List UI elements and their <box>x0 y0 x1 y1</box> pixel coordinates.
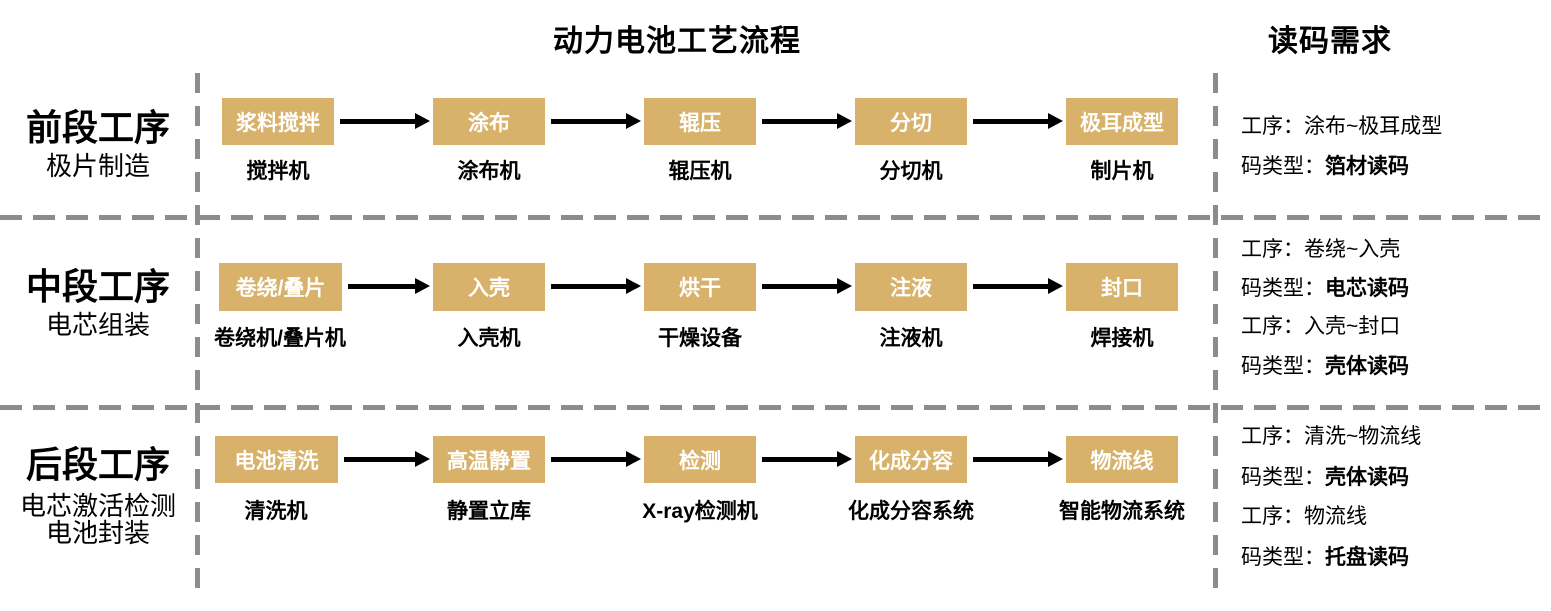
flow-arrow-icon <box>348 278 430 294</box>
divider-horizontal-2 <box>0 405 1551 410</box>
process-step-box: 入壳 <box>433 263 545 311</box>
machine-label: 注液机 <box>879 327 943 350</box>
machine-label: 分切机 <box>879 160 943 183</box>
requirement-value: 箔材读码 <box>1325 155 1409 178</box>
divider-vertical-left <box>195 73 200 589</box>
process-step-box: 烘干 <box>644 263 756 311</box>
requirement-line: 码类型：壳体读码 <box>1241 354 1546 380</box>
process-step-box: 极耳成型 <box>1066 98 1178 145</box>
requirement-line: 工序：物流线 <box>1241 504 1546 530</box>
requirement-value: 壳体读码 <box>1325 355 1409 378</box>
machine-label: 焊接机 <box>1090 327 1154 350</box>
process-step-box: 注液 <box>855 263 967 311</box>
stage-subtitle: 极片制造 <box>45 151 150 181</box>
machine-label: 入壳机 <box>457 327 521 350</box>
flow-arrow-icon <box>762 113 852 129</box>
machine-label: 智能物流系统 <box>1059 500 1185 523</box>
machine-label: 制片机 <box>1090 160 1154 183</box>
requirement-prefix: 工序： <box>1241 425 1304 448</box>
requirement-value: 物流线 <box>1304 505 1367 528</box>
requirement-line: 工序：卷绕~入壳 <box>1241 237 1546 263</box>
requirement-line: 工序：清洗~物流线 <box>1241 424 1546 450</box>
process-step-box: 物流线 <box>1066 436 1178 483</box>
requirement-prefix: 码类型： <box>1241 277 1325 300</box>
process-step-box: 辊压 <box>644 98 756 145</box>
main-title: 动力电池工艺流程 <box>553 25 801 58</box>
process-step-box: 卷绕/叠片 <box>219 263 342 311</box>
process-step-box: 高温静置 <box>433 436 545 483</box>
requirement-prefix: 工序： <box>1241 505 1304 528</box>
machine-label: 卷绕机/叠片机 <box>214 327 346 350</box>
process-step-box: 电池清洗 <box>215 436 338 483</box>
stage-subtitle: 电芯组装 <box>45 310 150 340</box>
machine-label: 搅拌机 <box>246 160 310 183</box>
requirement-prefix: 码类型： <box>1241 466 1325 489</box>
requirement-value: 入壳~封口 <box>1304 315 1401 338</box>
stage-subtitle: 电池封装 <box>45 518 150 548</box>
right-column-title: 读码需求 <box>1268 25 1392 58</box>
divider-vertical-right <box>1213 73 1218 589</box>
requirement-value: 电芯读码 <box>1325 277 1409 300</box>
machine-label: 静置立库 <box>447 500 531 523</box>
flow-arrow-icon <box>551 278 641 294</box>
flow-arrow-icon <box>340 113 430 129</box>
flow-arrow-icon <box>973 278 1063 294</box>
divider-horizontal-1 <box>0 215 1551 220</box>
flow-arrow-icon <box>551 113 641 129</box>
process-step-box: 检测 <box>644 436 756 483</box>
process-step-box: 化成分容 <box>855 436 967 483</box>
requirement-value: 卷绕~入壳 <box>1304 238 1401 261</box>
machine-label: 涂布机 <box>457 160 521 183</box>
requirement-prefix: 码类型： <box>1241 355 1325 378</box>
process-step-box: 封口 <box>1066 263 1178 311</box>
flow-arrow-icon <box>762 278 852 294</box>
flow-arrow-icon <box>973 113 1063 129</box>
process-step-box: 分切 <box>855 98 967 145</box>
stage-title: 后段工序 <box>25 444 170 485</box>
requirement-prefix: 工序： <box>1241 115 1304 138</box>
requirement-prefix: 码类型： <box>1241 546 1325 569</box>
machine-label: 清洗机 <box>244 500 308 523</box>
flow-arrow-icon <box>551 451 641 467</box>
requirement-line: 码类型：电芯读码 <box>1241 276 1546 302</box>
requirement-value: 壳体读码 <box>1325 466 1409 489</box>
machine-label: 辊压机 <box>668 160 732 183</box>
requirement-prefix: 码类型： <box>1241 155 1325 178</box>
requirement-line: 码类型：托盘读码 <box>1241 545 1546 571</box>
flow-arrow-icon <box>762 451 852 467</box>
machine-label: 干燥设备 <box>658 327 742 350</box>
requirement-prefix: 工序： <box>1241 238 1304 261</box>
flow-arrow-icon <box>344 451 430 467</box>
process-step-box: 浆料搅拌 <box>222 98 334 145</box>
process-step-box: 涂布 <box>433 98 545 145</box>
requirement-line: 码类型：箔材读码 <box>1241 154 1546 180</box>
requirement-value: 涂布~极耳成型 <box>1304 115 1443 138</box>
machine-label: 化成分容系统 <box>848 500 974 523</box>
requirement-value: 托盘读码 <box>1325 546 1409 569</box>
flow-arrow-icon <box>973 451 1063 467</box>
requirement-prefix: 工序： <box>1241 315 1304 338</box>
machine-label: X-ray检测机 <box>642 500 758 523</box>
requirement-line: 码类型：壳体读码 <box>1241 465 1546 491</box>
stage-subtitle: 电芯激活检测 <box>19 491 176 521</box>
requirement-value: 清洗~物流线 <box>1304 425 1422 448</box>
stage-title: 前段工序 <box>25 107 170 148</box>
requirement-line: 工序：入壳~封口 <box>1241 314 1546 340</box>
requirement-line: 工序：涂布~极耳成型 <box>1241 114 1546 140</box>
stage-title: 中段工序 <box>25 266 170 307</box>
